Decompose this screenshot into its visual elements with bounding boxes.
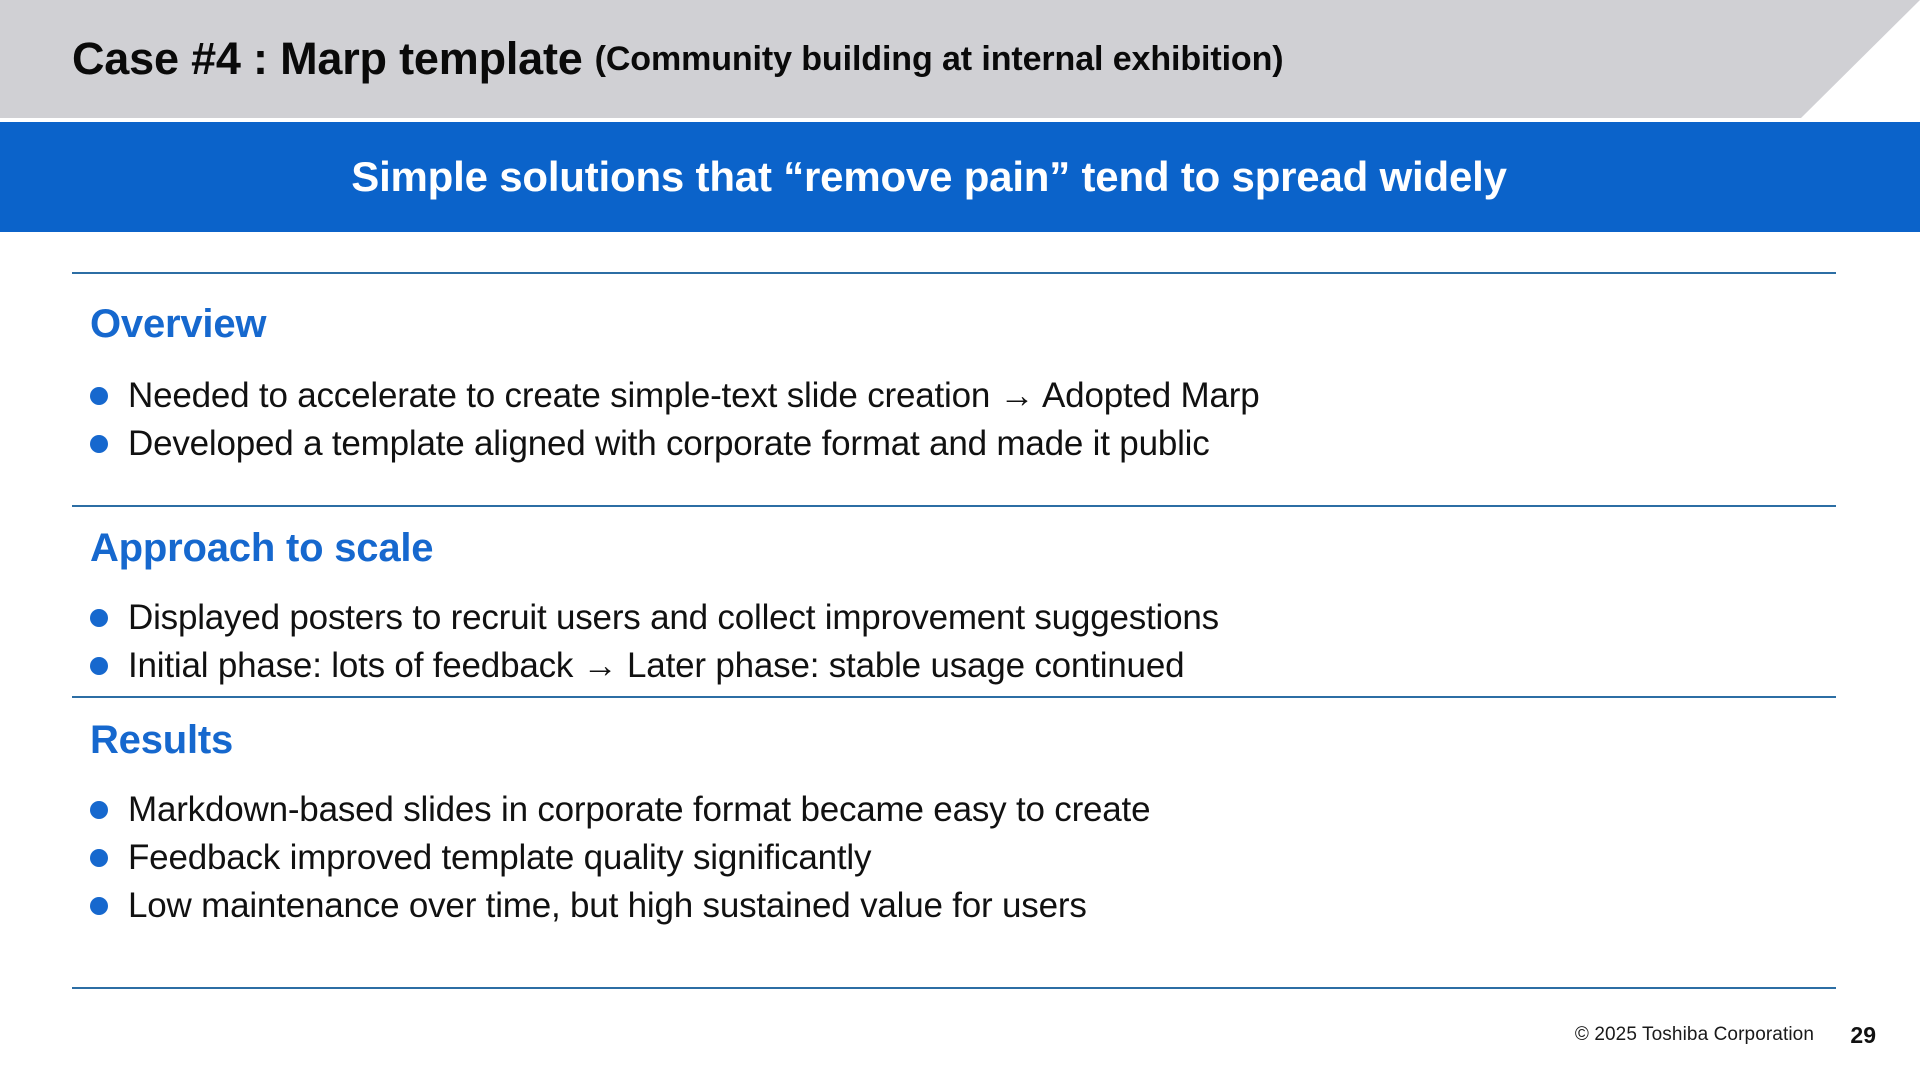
slide-title-main: Case #4 : Marp template bbox=[72, 33, 583, 84]
bullet-text: Markdown-based slides in corporate forma… bbox=[128, 789, 1151, 829]
section-approach-heading: Approach to scale bbox=[90, 526, 434, 570]
section-overview-heading: Overview bbox=[90, 302, 267, 346]
copyright-notice: © 2025 Toshiba Corporation bbox=[1574, 1024, 1814, 1045]
bullet-dot-icon bbox=[90, 849, 108, 867]
slide-footer: © 2025 Toshiba Corporation 29 bbox=[0, 1022, 1920, 1064]
list-item: Low maintenance over time, but high sust… bbox=[90, 882, 1150, 930]
bullet-text: Initial phase: lots of feedback → Later … bbox=[128, 645, 1185, 685]
subtitle-text: Simple solutions that “remove pain” tend… bbox=[351, 153, 1507, 200]
bullet-dot-icon bbox=[90, 657, 108, 675]
list-item: Markdown-based slides in corporate forma… bbox=[90, 786, 1151, 834]
subtitle-band: Simple solutions that “remove pain” tend… bbox=[0, 122, 1920, 232]
divider-approach-results bbox=[72, 696, 1836, 698]
section-results-bullets: Markdown-based slides in corporate forma… bbox=[90, 786, 1151, 930]
list-item: Feedback improved template quality signi… bbox=[90, 834, 1150, 882]
slide-title-parenthetical: (Community building at internal exhibiti… bbox=[594, 39, 1284, 78]
bullet-text: Displayed posters to recruit users and c… bbox=[128, 597, 1219, 637]
bullet-dot-icon bbox=[90, 387, 108, 405]
list-item: Initial phase: lots of feedback → Later … bbox=[90, 642, 1219, 690]
divider-overview-approach bbox=[72, 505, 1836, 507]
bullet-text: Low maintenance over time, but high sust… bbox=[128, 885, 1087, 925]
section-approach-to-scale: Approach to scale Displayed posters to r… bbox=[90, 528, 1219, 690]
section-overview: Overview Needed to accelerate to create … bbox=[90, 304, 1260, 468]
page-number: 29 bbox=[1850, 1022, 1876, 1048]
header-band bbox=[0, 0, 1920, 118]
bullet-text: Feedback improved template quality signi… bbox=[128, 837, 872, 877]
list-item: Developed a template aligned with corpor… bbox=[90, 420, 1260, 468]
bullet-dot-icon bbox=[90, 801, 108, 819]
divider-top bbox=[72, 272, 1836, 274]
section-results-heading: Results bbox=[90, 718, 234, 762]
section-overview-bullets: Needed to accelerate to create simple-te… bbox=[90, 372, 1260, 468]
slide-title: Case #4 : Marp template (Community build… bbox=[72, 0, 1284, 118]
section-approach-bullets: Displayed posters to recruit users and c… bbox=[90, 594, 1219, 690]
bullet-text: Needed to accelerate to create simple-te… bbox=[128, 375, 1260, 415]
bullet-dot-icon bbox=[90, 609, 108, 627]
bullet-dot-icon bbox=[90, 435, 108, 453]
bullet-dot-icon bbox=[90, 897, 108, 915]
list-item: Displayed posters to recruit users and c… bbox=[90, 594, 1219, 642]
divider-bottom bbox=[72, 987, 1836, 989]
section-results: Results Markdown-based slides in corpora… bbox=[90, 718, 1151, 930]
list-item: Needed to accelerate to create simple-te… bbox=[90, 372, 1260, 420]
slide-body: Overview Needed to accelerate to create … bbox=[0, 232, 1920, 1080]
bullet-text: Developed a template aligned with corpor… bbox=[128, 423, 1210, 463]
